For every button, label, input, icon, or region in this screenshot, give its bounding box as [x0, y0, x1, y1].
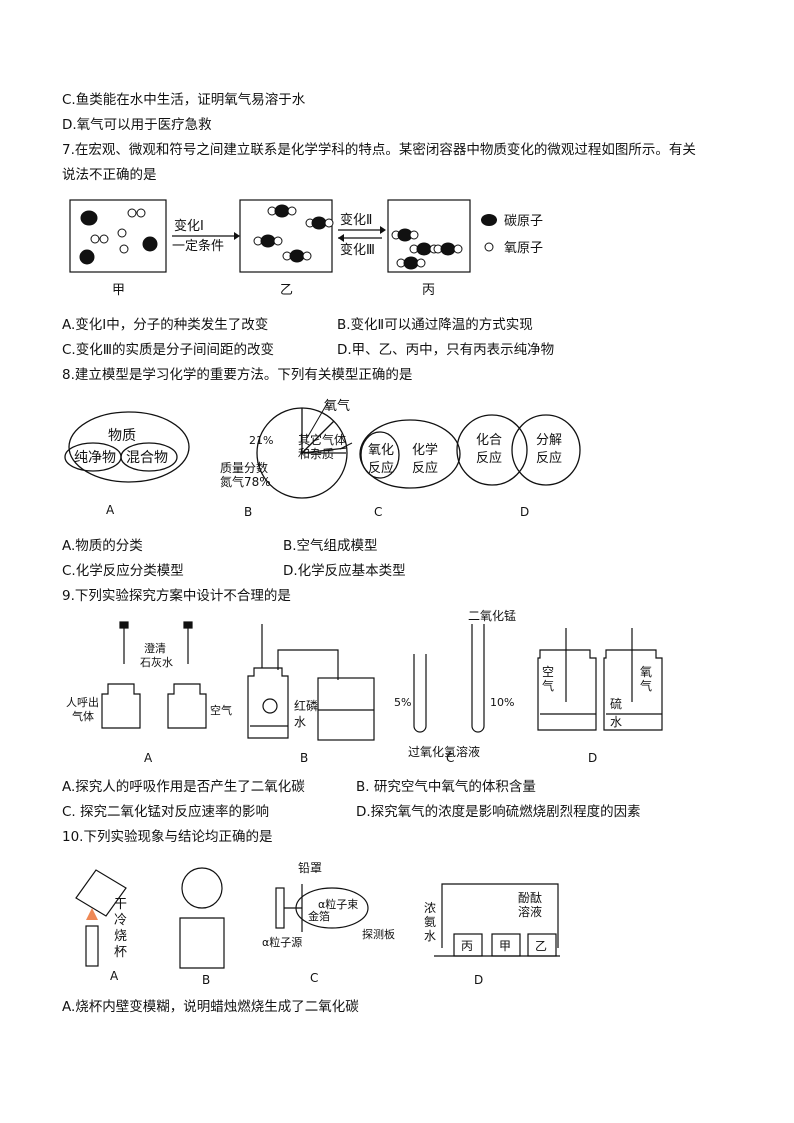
change-3-label: 变化Ⅲ — [340, 242, 375, 258]
option-B: B. 研究空气中氧气的体积含量 — [356, 779, 536, 795]
figure-9-experiments: 澄清 石灰水 人呼出 气体 空气 红磷 水 二氧化锰 5% 10% 过氧化氢溶液… — [66, 608, 663, 765]
A-pure: 纯净物 — [74, 450, 116, 466]
option-D: D.化学反应基本类型 — [283, 563, 406, 579]
D-comb: 化合 — [476, 433, 502, 448]
C-chem: 化学 — [412, 442, 438, 458]
option-C: C.化学反应分类模型 — [62, 563, 184, 579]
C-ox2: 反应 — [368, 460, 394, 476]
alpha-source: α粒子源 — [262, 935, 302, 949]
C-ox: 氧化 — [368, 443, 394, 458]
burn: 烧 — [114, 929, 127, 944]
option-A: A.变化Ⅰ中，分子的种类发生了改变 — [62, 317, 269, 333]
breath2: 气体 — [72, 709, 94, 723]
D-air: 空 — [542, 665, 554, 679]
oxygen-atom-legend-icon — [484, 242, 494, 252]
pct-10: 10% — [490, 696, 514, 709]
fig10-label-D: D — [474, 973, 483, 987]
C-chem2: 反应 — [412, 460, 438, 476]
figure-10-experiments: 干 冷 烧 杯 铅罩 α粒子束 金箔 α粒子源 探测板 浓 氨 水 酚酞 溶液 … — [75, 861, 560, 987]
option-B: B.变化Ⅱ可以通过降温的方式实现 — [337, 317, 533, 333]
fig9-label-C: C — [446, 751, 454, 765]
change-1-label: 变化Ⅰ — [174, 218, 204, 234]
beaker-bing: 丙 — [461, 939, 473, 953]
D-comb2: 反应 — [476, 450, 502, 466]
option-B: B.空气组成模型 — [283, 538, 378, 554]
D-dec2: 反应 — [536, 450, 562, 466]
breath: 人呼出 — [66, 695, 99, 709]
fig8-label-A: A — [106, 503, 115, 517]
label-jia: 甲 — [112, 283, 125, 298]
D-air2: 气 — [542, 678, 554, 693]
fig10-label-A: A — [110, 969, 119, 983]
red-phosphorus: 红磷 — [294, 698, 318, 713]
D-sulfur: 硫 — [610, 696, 622, 711]
label-bing: 丙 — [422, 283, 435, 298]
B-mass: 质量分数 — [220, 460, 268, 475]
limewater2: 石灰水 — [140, 655, 173, 669]
phenolphthalein: 酚酞 — [518, 890, 542, 905]
gold-foil: 金箔 — [308, 909, 330, 923]
B-21: 21% — [249, 434, 273, 447]
dry: 干 — [114, 897, 127, 912]
B-other2: 和杂质 — [298, 447, 334, 461]
fig10-label-C: C — [310, 971, 318, 985]
fig8-label-B: B — [244, 505, 252, 519]
pct-5: 5% — [394, 696, 411, 709]
option-A: A.烧杯内壁变模糊，说明蜡烛燃烧生成了二氧化碳 — [62, 999, 359, 1015]
ammonia3: 水 — [424, 929, 436, 943]
fig8-label-D: D — [520, 505, 529, 519]
option-C: C.变化Ⅲ的实质是分子间间距的改变 — [62, 342, 275, 358]
D-water: 水 — [610, 715, 622, 729]
D-o22: 气 — [640, 678, 652, 693]
question-7-stem: 7.在宏观、微观和符号之间建立联系是化学学科的特点。某密闭容器中物质变化的微观过… — [62, 142, 696, 158]
A-mixture: 混合物 — [126, 450, 168, 466]
mno2: 二氧化锰 — [468, 608, 516, 623]
B-n2: 氮气78% — [220, 474, 271, 489]
cup: 杯 — [114, 945, 127, 960]
carbon-atom-legend-icon — [481, 214, 497, 226]
change-2-label: 变化Ⅱ — [340, 212, 372, 228]
B-oxygen: 氧气 — [324, 398, 350, 414]
question-7-stem-cont: 说法不正确的是 — [62, 167, 157, 183]
beaker-yi: 乙 — [535, 939, 547, 953]
ammonia2: 氨 — [424, 915, 436, 929]
fig9-label-A: A — [144, 751, 153, 765]
legend-oxygen: 氧原子 — [504, 241, 543, 256]
fig9-label-D: D — [588, 751, 597, 765]
option-text: D.氧气可以用于医疗急救 — [62, 117, 212, 133]
legend-carbon: 碳原子 — [504, 214, 543, 229]
air: 空气 — [210, 703, 232, 717]
option-A: A.物质的分类 — [62, 538, 143, 554]
alpha-beam: α粒子束 — [318, 897, 358, 911]
figure-7-micro-process: 变化Ⅰ 一定条件 变化Ⅱ 变化Ⅲ 甲 乙 丙 碳原子 氧原子 — [69, 199, 543, 298]
label-yi: 乙 — [280, 283, 293, 298]
cold: 冷 — [114, 913, 127, 928]
fig9-label-B: B — [300, 751, 308, 765]
limewater: 澄清 — [144, 641, 166, 655]
ammonia: 浓 — [424, 901, 436, 915]
D-dec: 分解 — [536, 433, 562, 448]
lead-shield: 铅罩 — [298, 861, 322, 875]
condition-label: 一定条件 — [172, 238, 224, 254]
beaker-jia: 甲 — [499, 939, 511, 953]
option-D: D.探究氧气的浓度是影响硫燃烧剧烈程度的因素 — [356, 804, 641, 820]
fig8-label-C: C — [374, 505, 382, 519]
option-C: C. 探究二氧化锰对反应速率的影响 — [62, 804, 270, 820]
water: 水 — [294, 715, 306, 729]
B-other: 其它气体 — [298, 432, 346, 447]
figure-8-models: 物质 纯净物 混合物 氧气 21% 其它气体 和杂质 质量分数 氮气78% 氧化… — [64, 398, 581, 519]
option-text: C.鱼类能在水中生活，证明氧气易溶于水 — [62, 92, 306, 108]
h2o2: 过氧化氢溶液 — [408, 744, 480, 759]
question-9-stem: 9.下列实验探究方案中设计不合理的是 — [62, 588, 291, 604]
option-A: A.探究人的呼吸作用是否产生了二氧化碳 — [62, 779, 305, 795]
fig10-label-B: B — [202, 973, 210, 987]
option-D: D.甲、乙、丙中，只有丙表示纯净物 — [337, 342, 555, 358]
question-10-stem: 10.下列实验现象与结论均正确的是 — [62, 829, 273, 845]
question-8-stem: 8.建立模型是学习化学的重要方法。下列有关模型正确的是 — [62, 367, 413, 383]
D-o2: 氧 — [640, 665, 652, 679]
phenolphthalein2: 溶液 — [518, 904, 542, 919]
detector: 探测板 — [362, 927, 395, 941]
A-outer: 物质 — [108, 428, 136, 444]
